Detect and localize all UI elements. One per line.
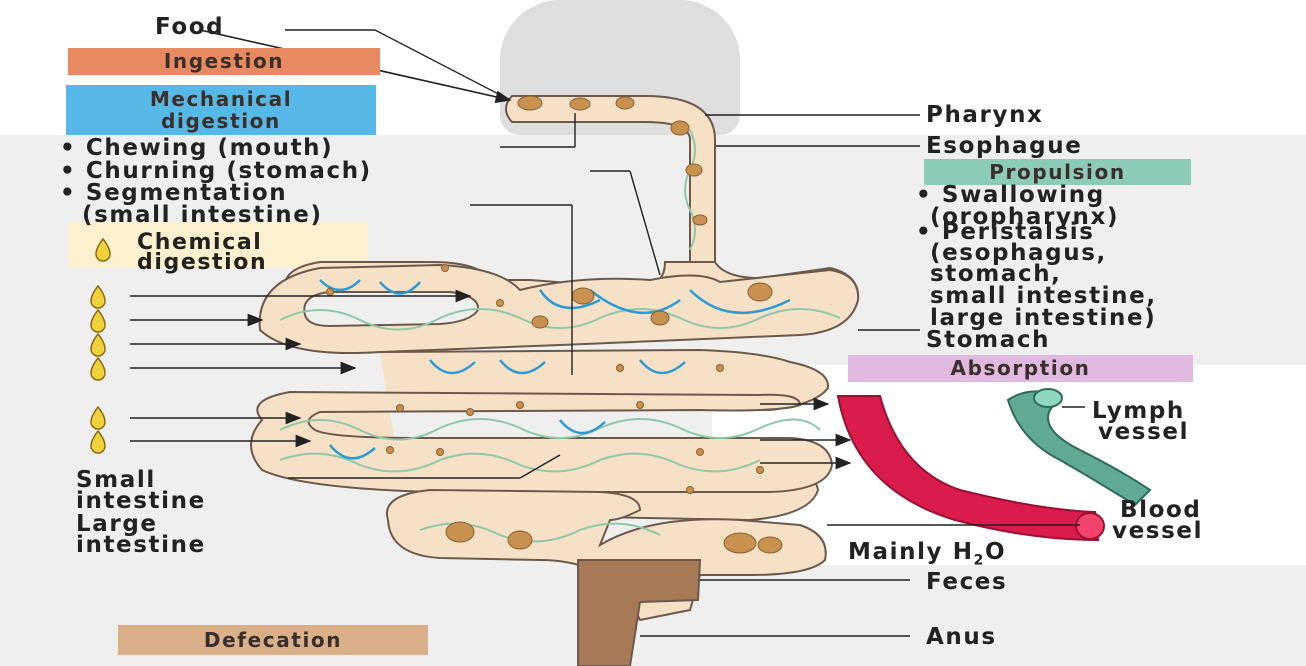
prop-item-esophagus: (esophagus,: [930, 240, 1107, 266]
h2o-suffix: O: [984, 539, 1007, 565]
label-chemical: Chemical: [137, 230, 263, 255]
label-mechanical-digestion: Mechanical digestion: [66, 85, 376, 135]
mechanical-line1: Mechanical: [149, 87, 293, 111]
label-stomach: Stomach: [926, 327, 1051, 353]
label-defecation: Defecation: [118, 625, 428, 655]
small-intestine-lower: [250, 390, 834, 493]
label-propulsion: Propulsion: [924, 159, 1191, 185]
label-lymph: Lymph: [1092, 398, 1185, 424]
enzyme-drop-icon: [90, 405, 106, 430]
prop-item-oropharynx: (oropharynx): [930, 204, 1120, 230]
label-blood: Blood: [1120, 497, 1202, 523]
leader-lines: [285, 29, 1085, 637]
h2o-prefix: Mainly H: [848, 539, 974, 565]
label-chemical-digestion: digestion: [137, 250, 268, 275]
arrows: [130, 29, 852, 470]
muscle-lines: [279, 129, 841, 543]
lymph-vessel-end: [1033, 388, 1063, 408]
h2o-sub: 2: [973, 552, 985, 569]
churning-arcs: [319, 279, 791, 460]
label-feces: Feces: [926, 569, 1008, 595]
mech-item-churning: • Churning (stomach): [60, 158, 372, 184]
label-small-intestine: intestine: [76, 488, 206, 514]
mech-item-segmentation: • Segmentation: [60, 180, 288, 206]
label-large: Large: [76, 511, 158, 537]
label-ingestion: Ingestion: [68, 48, 380, 75]
enzyme-drop-icon: [95, 237, 111, 262]
large-intestine: [385, 488, 827, 622]
prop-item-large-intestine: large intestine): [930, 305, 1157, 331]
enzyme-drop-icon: [90, 332, 106, 357]
label-anus: Anus: [926, 624, 997, 650]
rectum: [577, 559, 702, 666]
blood-vessel-end: [1075, 512, 1105, 540]
enzyme-drops: [90, 237, 111, 454]
prop-item-small-intestine: small intestine,: [930, 283, 1157, 309]
enzyme-drop-icon: [90, 284, 106, 309]
label-large-intestine: intestine: [76, 532, 206, 558]
enzyme-drop-icon: [90, 308, 106, 333]
mech-item-chewing: • Chewing (mouth): [60, 135, 334, 161]
food-particles: [326, 95, 783, 554]
prop-item-peristalsis: • Peristalsis: [916, 219, 1095, 245]
enzyme-drop-icon: [90, 356, 106, 381]
label-blood-vessel: vessel: [1112, 518, 1204, 544]
stomach-inner: [303, 291, 480, 328]
label-absorption: Absorption: [848, 355, 1193, 382]
mech-item-small-intestine: (small intestine): [82, 202, 323, 228]
label-lymph-vessel: vessel: [1098, 419, 1190, 445]
prop-item-stomach: stomach,: [930, 261, 1062, 287]
stomach-body: [258, 263, 860, 355]
mechanical-line2: digestion: [161, 109, 281, 133]
label-mainly-h2o: Mainly H2O: [848, 540, 1006, 573]
label-food: Food: [155, 14, 225, 40]
pharynx-shape: [505, 95, 716, 263]
blood-vessel-shape: [836, 395, 1100, 542]
enzyme-drop-icon: [90, 429, 106, 454]
chemical-digestion-box: [68, 222, 368, 268]
prop-item-swallowing: • Swallowing: [916, 182, 1105, 208]
label-esophagus: Esophague: [926, 133, 1083, 159]
label-small: Small: [76, 467, 156, 493]
label-pharynx: Pharynx: [926, 102, 1044, 128]
